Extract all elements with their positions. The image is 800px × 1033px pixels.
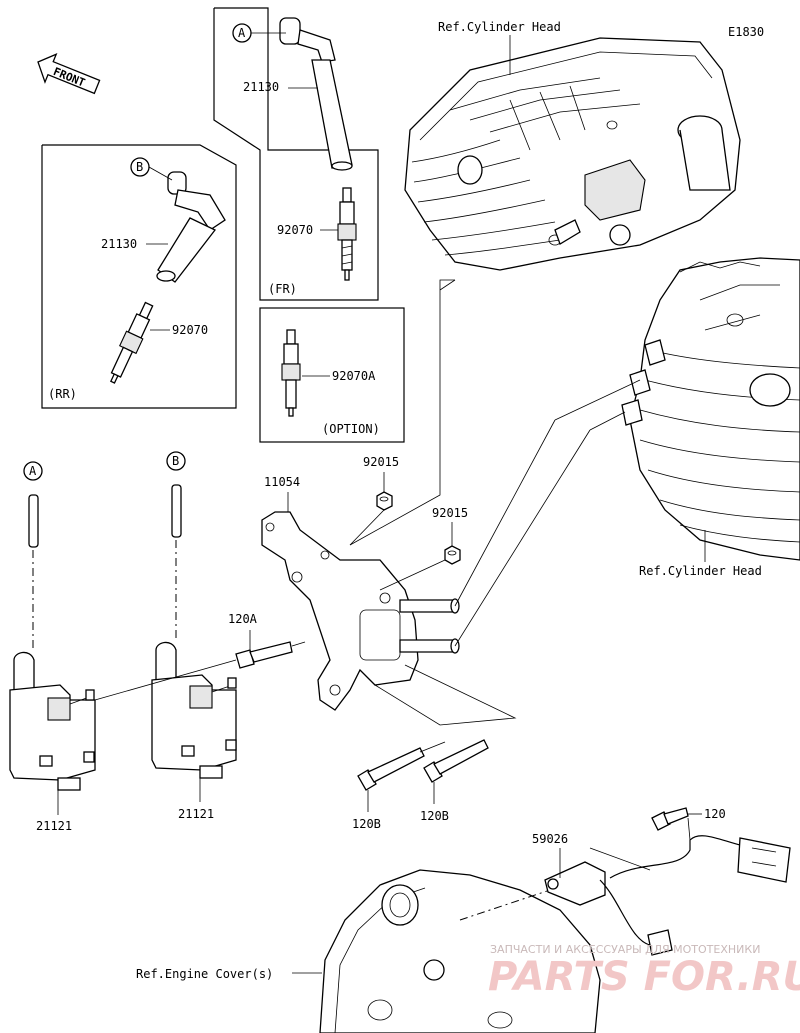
rr-box — [41, 144, 237, 409]
label-92070a: 92070A — [332, 369, 376, 383]
fr-box — [213, 7, 379, 301]
watermark-tagline: ЗАПЧАСТИ И АКСЕССУАРЫ ДЛЯ МОТОТЕХНИКИ — [490, 943, 760, 956]
label-59026: 59026 — [532, 832, 568, 846]
spark-plug-rr — [109, 301, 154, 384]
ref-engine-cover: Ref.Engine Cover(s) — [136, 967, 273, 981]
label-92070-fr: 92070 — [277, 223, 313, 237]
ref-cylinder-head-top: Ref.Cylinder Head — [438, 20, 561, 34]
cylinder-head-lower — [621, 257, 800, 561]
label-92015-mid: 92015 — [432, 506, 468, 520]
marker-b-lead: B — [166, 451, 186, 640]
coil-bracket — [261, 511, 460, 711]
sensor-59026 — [544, 835, 791, 956]
label-21130-fr: 21130 — [243, 80, 279, 94]
ignition-coil-right — [151, 641, 237, 779]
option-box-label: (OPTION) — [322, 422, 380, 436]
label-21121-left: 21121 — [36, 819, 72, 833]
label-21121-right: 21121 — [178, 807, 214, 821]
cylinder-head-upper — [404, 37, 741, 271]
svg-text:A: A — [29, 464, 37, 478]
svg-text:B: B — [172, 454, 179, 468]
label-11054: 11054 — [264, 475, 300, 489]
nut-92015-top — [376, 491, 393, 511]
bolt-120b-left — [357, 747, 425, 791]
nut-92015-mid — [444, 545, 461, 565]
label-120: 120 — [704, 807, 726, 821]
label-120b-left: 120B — [352, 817, 381, 831]
rr-box-label: (RR) — [48, 387, 77, 401]
ref-cylinder-head-right: Ref.Cylinder Head — [639, 564, 762, 578]
option-box — [259, 307, 405, 443]
watermark-logo: PARTS FOR.RU — [488, 954, 800, 1000]
bolt-120b-right — [423, 739, 489, 783]
bolt-120 — [651, 807, 689, 831]
diagram-code: E1830 — [728, 25, 764, 39]
svg-text:A: A — [238, 26, 246, 40]
plug-cap-rr — [156, 171, 226, 283]
marker-b-rr: B — [130, 157, 173, 181]
label-92015-top: 92015 — [363, 455, 399, 469]
plug-cap-fr — [279, 17, 353, 171]
ignition-coil-left — [9, 651, 96, 791]
spark-plug-fr — [337, 187, 357, 281]
front-direction-arrow-icon: FRONT — [37, 53, 101, 95]
label-21130-rr: 21130 — [101, 237, 137, 251]
svg-text:B: B — [136, 160, 143, 174]
bolt-120a — [235, 641, 293, 669]
marker-a-lead: A — [23, 461, 43, 650]
label-120a: 120A — [228, 612, 258, 626]
marker-a-fr: A — [232, 23, 286, 43]
label-120b-right: 120B — [420, 809, 449, 823]
engine-cover — [319, 869, 601, 1033]
spark-plug-option — [281, 329, 301, 417]
fr-box-label: (FR) — [268, 282, 297, 296]
label-92070-rr: 92070 — [172, 323, 208, 337]
